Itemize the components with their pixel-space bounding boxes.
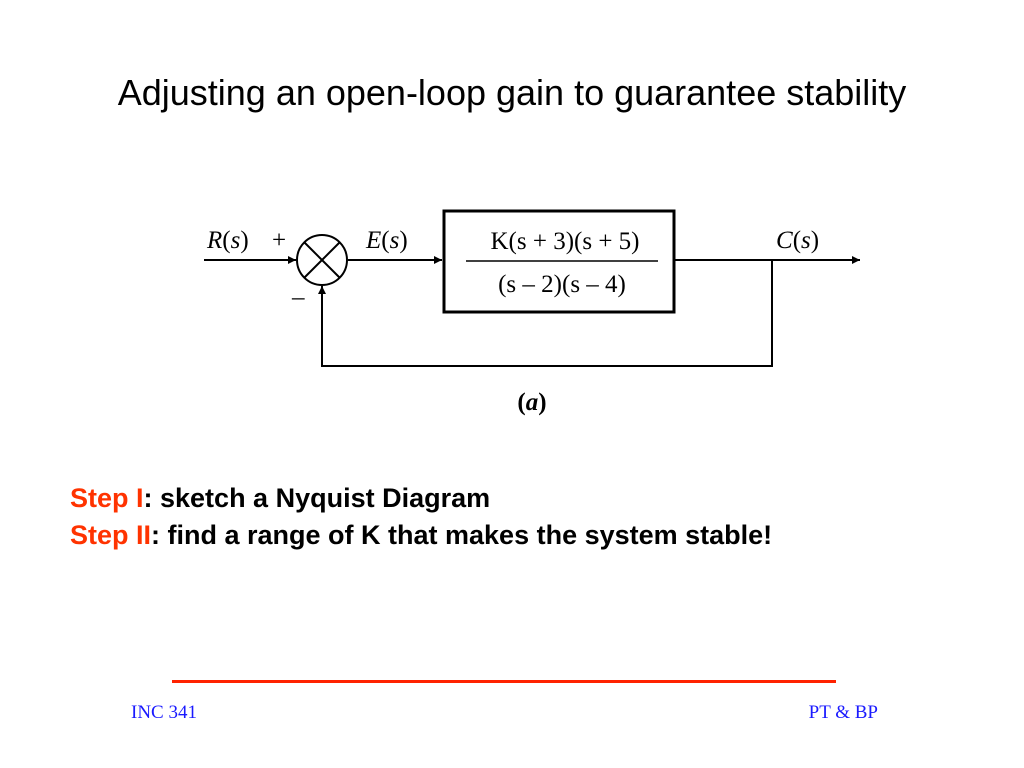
step-2-label: Step II [70,520,152,550]
slide-title: Adjusting an open-loop gain to guarantee… [117,72,907,113]
step-1-text: : sketch a Nyquist Diagram [143,483,491,513]
transfer-denominator: (s – 2)(s – 4) [498,271,626,298]
error-label: E(s) [365,227,408,254]
input-sign: + [272,227,286,254]
feedback-sign: – [291,284,305,311]
transfer-numerator: K(s + 3)(s + 5) [490,228,639,255]
footer-divider [172,680,836,683]
diagram-caption: (a) [517,389,546,416]
output-label: C(s) [776,227,819,254]
step-1-label: Step I [70,483,144,513]
summing-junction [296,234,348,286]
footer-course: INC 341 [131,702,197,723]
steps-list: Step I: sketch a Nyquist Diagram Step II… [70,480,772,554]
input-label: R(s) [206,227,249,254]
step-2: Step II: find a range of K that makes th… [70,517,772,554]
feedback-path [318,260,773,367]
block-diagram: K(s + 3)(s + 5) (s – 2)(s – 4) R(s) + – … [204,209,860,416]
step-1: Step I: sketch a Nyquist Diagram [70,480,772,517]
footer-authors: PT & BP [808,702,878,723]
step-2-text: : find a range of K that makes the syste… [151,520,773,550]
